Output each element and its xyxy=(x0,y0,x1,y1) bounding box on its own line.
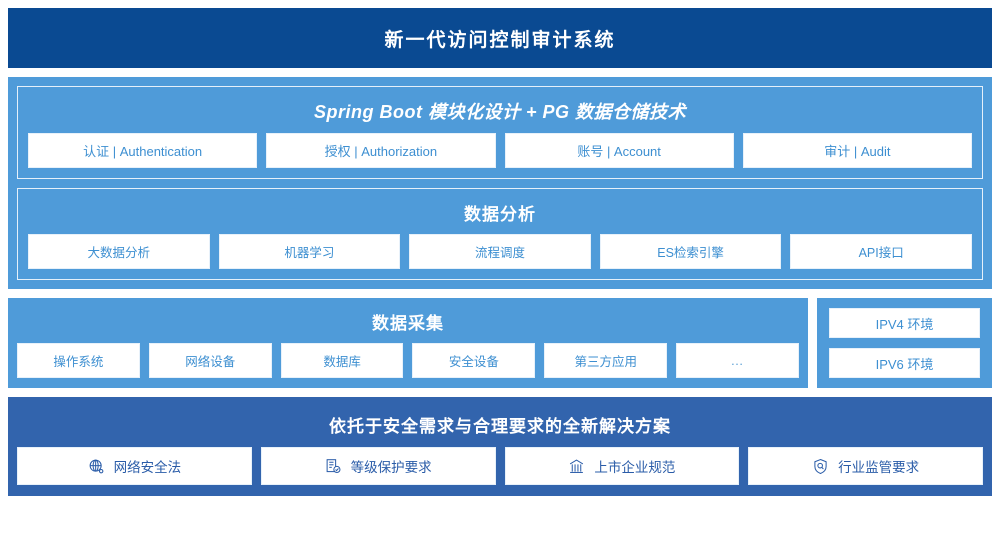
compliance-item-cybersecurity-law[interactable]: 网络安全法 xyxy=(17,447,252,485)
data-analysis-group: 数据分析 大数据分析 机器学习 流程调度 ES检索引擎 API接口 xyxy=(17,188,983,280)
compliance-item-label: 行业监管要求 xyxy=(838,460,920,475)
collection-item-operating-system[interactable]: 操作系统 xyxy=(17,343,140,378)
page-title: 新一代访问控制审计系统 xyxy=(384,29,616,51)
compliance-item-label: 等级保护要求 xyxy=(350,460,432,475)
platform-item-row: 认证 | Authentication 授权 | Authorization 账… xyxy=(28,133,972,168)
platform-group: Spring Boot 模块化设计 + PG 数据仓储技术 认证 | Authe… xyxy=(17,86,983,179)
data-analysis-group-title: 数据分析 xyxy=(464,205,536,224)
collection-item-security-device[interactable]: 安全设备 xyxy=(412,343,536,378)
compliance-item-industry-regulation[interactable]: 行业监管要求 xyxy=(748,447,983,485)
platform-item-authorization[interactable]: 授权 | Authorization xyxy=(266,133,496,168)
environment-item-ipv4[interactable]: IPV4 环境 xyxy=(829,308,980,338)
platform-item-authentication[interactable]: 认证 | Authentication xyxy=(28,133,258,168)
analysis-item-es-search-engine[interactable]: ES检索引擎 xyxy=(599,234,782,269)
data-collection-item-row: 操作系统 网络设备 数据库 安全设备 第三方应用 … xyxy=(17,343,799,378)
platform-item-account[interactable]: 账号 | Account xyxy=(504,133,734,168)
collection-item-more[interactable]: … xyxy=(676,343,799,378)
analysis-item-process-scheduling[interactable]: 流程调度 xyxy=(409,234,591,269)
collection-item-network-device[interactable]: 网络设备 xyxy=(148,343,272,378)
environment-item-ipv6[interactable]: IPV6 环境 xyxy=(829,348,980,378)
compliance-item-listed-company-standard[interactable]: 上市企业规范 xyxy=(504,447,740,485)
application-layer-panel: Spring Boot 模块化设计 + PG 数据仓储技术 认证 | Authe… xyxy=(8,77,992,289)
collection-layer-row: 数据采集 操作系统 网络设备 数据库 安全设备 第三方应用 … IPV4 环境 … xyxy=(8,298,992,388)
compliance-item-classified-protection[interactable]: 等级保护要求 xyxy=(260,447,496,485)
data-collection-panel: 数据采集 操作系统 网络设备 数据库 安全设备 第三方应用 … xyxy=(8,298,808,388)
globe-network-icon xyxy=(88,458,105,475)
compliance-item-label: 上市企业规范 xyxy=(594,460,676,475)
collection-item-third-party-app[interactable]: 第三方应用 xyxy=(544,343,668,378)
data-collection-title: 数据采集 xyxy=(372,314,444,333)
data-analysis-item-row: 大数据分析 机器学习 流程调度 ES检索引擎 API接口 xyxy=(28,234,972,269)
analysis-item-machine-learning[interactable]: 机器学习 xyxy=(218,234,401,269)
ip-environment-panel: IPV4 环境 IPV6 环境 xyxy=(817,298,992,388)
compliance-title: 依托于安全需求与合理要求的全新解决方案 xyxy=(329,417,671,436)
compliance-item-label: 网络安全法 xyxy=(113,460,182,475)
collection-item-database[interactable]: 数据库 xyxy=(280,343,404,378)
architecture-diagram: 新一代访问控制审计系统 Spring Boot 模块化设计 + PG 数据仓储技… xyxy=(0,8,1000,537)
platform-group-title: Spring Boot 模块化设计 + PG 数据仓储技术 xyxy=(313,102,686,122)
document-check-icon xyxy=(325,458,342,475)
analysis-item-bigdata[interactable]: 大数据分析 xyxy=(28,234,210,269)
system-title-band: 新一代访问控制审计系统 xyxy=(8,8,992,68)
analysis-item-api[interactable]: API接口 xyxy=(790,234,972,269)
compliance-layer-panel: 依托于安全需求与合理要求的全新解决方案 网络安全法 xyxy=(8,397,992,496)
bank-building-icon xyxy=(568,458,585,475)
platform-item-audit[interactable]: 审计 | Audit xyxy=(742,133,972,168)
shield-search-icon xyxy=(812,458,829,475)
compliance-item-row: 网络安全法 等级保护要求 xyxy=(17,447,983,485)
